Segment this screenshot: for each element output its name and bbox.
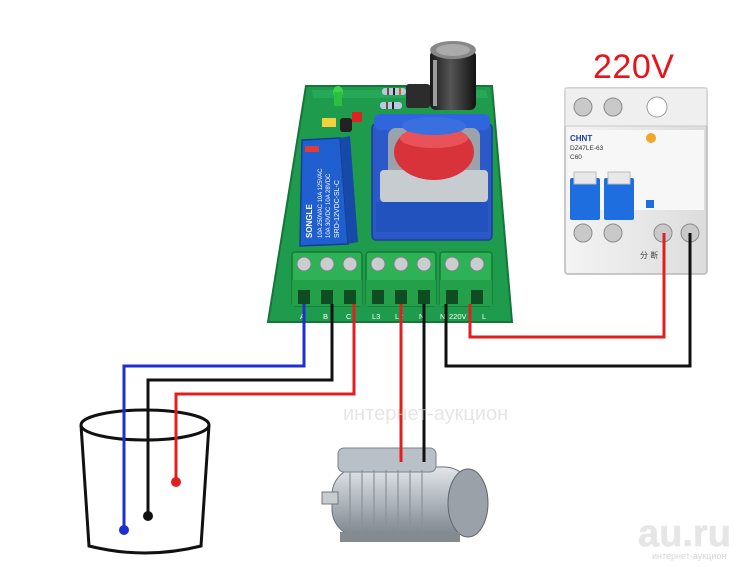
electric-motor [321, 447, 489, 542]
capacitor-small [406, 84, 430, 108]
svg-text:SRD-12VDC-SL-C: SRD-12VDC-SL-C [334, 180, 341, 238]
motor-base [340, 532, 460, 542]
watermark-sub: интернет-аукцион [652, 551, 727, 561]
supply-voltage-label: 220V [593, 48, 675, 86]
transistor [322, 112, 362, 132]
relay: SONGLE 10A 250VAC 10A 125VAC 10A 30VDC 1… [299, 136, 358, 247]
terminal-label: N [440, 312, 445, 321]
relay-mark [305, 146, 319, 152]
terminal-label: C [346, 312, 352, 321]
svg-text:10A 30VDC 10A 28VDC: 10A 30VDC 10A 28VDC [326, 173, 332, 238]
terminal-label: L [482, 312, 486, 321]
wire-blue [122, 304, 306, 530]
watermark-center: интернет-аукцион [343, 403, 508, 425]
test-button [646, 133, 656, 143]
breaker-lever [604, 178, 634, 220]
terminal-label: B [323, 312, 328, 321]
terminal-block-motor [365, 251, 437, 307]
motor-shaft [321, 491, 339, 505]
terminal-label: L3 [372, 312, 380, 321]
control-board: SONGLE 10A 250VAC 10A 125VAC 10A 30VDC 1… [266, 41, 514, 323]
breaker-model: DZ47LE-63 [570, 145, 604, 152]
wire-black [444, 233, 692, 368]
relay-label: SONGLE 10A 250VAC 10A 125VAC 10A 30VDC 1… [305, 168, 341, 238]
wires [122, 233, 692, 530]
led [333, 86, 343, 106]
terminal-block-sensor [291, 251, 363, 307]
terminal-block-power [439, 251, 493, 307]
resistor [380, 102, 402, 109]
circuit-breaker: CHNT DZ47LE-63 C60 分 断 [564, 87, 708, 275]
terminal-label: L2 [395, 312, 403, 321]
breaker-brand: CHNT [570, 134, 592, 143]
water-tank [79, 408, 211, 555]
transformer [371, 114, 493, 241]
resistor [382, 88, 406, 95]
svg-text:SONGLE: SONGLE [305, 204, 314, 238]
breaker-rating: C60 [570, 154, 582, 161]
breaker-lever [570, 178, 600, 220]
watermark-site: au.ru [638, 513, 731, 555]
terminal-label: N [419, 312, 424, 321]
svg-text:10A 250VAC 10A 125VAC: 10A 250VAC 10A 125VAC [318, 168, 324, 238]
terminal-label: 220V [449, 312, 467, 321]
status-indicator [646, 200, 654, 208]
wire-red [468, 233, 666, 339]
wire-red [174, 304, 356, 482]
breaker-label: 分 断 [640, 250, 658, 260]
wire-black [146, 304, 334, 516]
capacitor [406, 41, 476, 110]
